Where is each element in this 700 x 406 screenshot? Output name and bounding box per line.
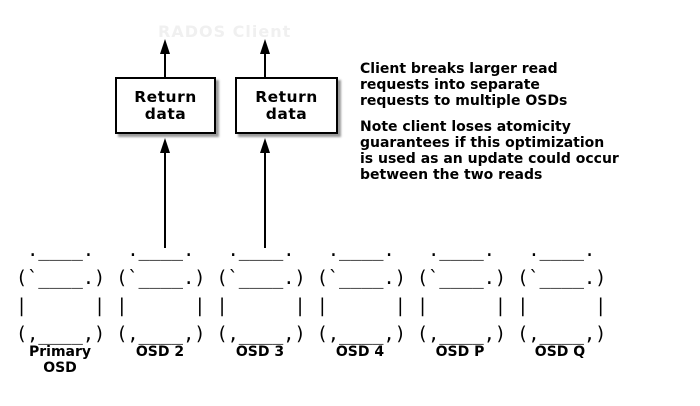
note-read-split: Client breaks larger read requests into …: [360, 61, 568, 109]
osd-disk-row: .____. .____. .____. .____. .____. .____…: [16, 240, 607, 345]
arrow-shaft: [164, 151, 166, 248]
return-data-box-2: Return data: [235, 77, 338, 134]
arrow-shaft: [164, 52, 166, 77]
arrowhead-up-icon: [159, 138, 170, 153]
disk-label-osd-p: OSD P: [435, 344, 485, 360]
arrow-shaft: [264, 52, 266, 77]
disk-label-osd-4: OSD 4: [335, 344, 385, 360]
arrow-shaft: [264, 151, 266, 248]
arrowhead-up-icon: [259, 39, 270, 54]
disk-label-osd-q: OSD Q: [534, 344, 586, 360]
annotation-block: Client breaks larger read requests into …: [360, 61, 619, 193]
arrowhead-up-icon: [159, 39, 170, 54]
disk-label-osd-3: OSD 3: [235, 344, 285, 360]
arrowhead-up-icon: [259, 138, 270, 153]
note-atomicity: Note client loses atomicity guarantees i…: [360, 119, 619, 183]
disk-label-osd-2: OSD 2: [135, 344, 185, 360]
return-data-box-1: Return data: [115, 77, 216, 134]
disk-label-primary-osd: Primary OSD: [28, 344, 92, 376]
rados-client-label: RADOS Client: [158, 22, 292, 41]
